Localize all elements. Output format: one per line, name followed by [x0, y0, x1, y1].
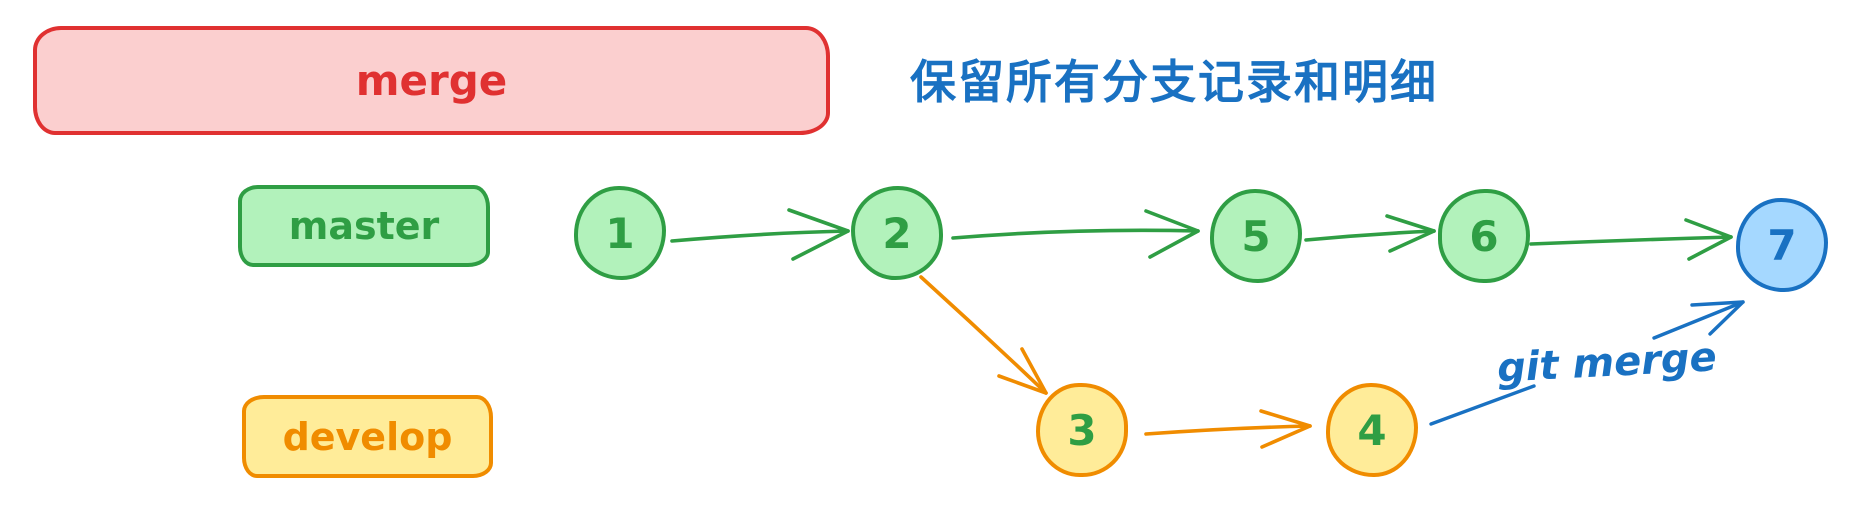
commit-node-7-label: 7: [1767, 220, 1797, 270]
merge-title-box: merge: [33, 26, 830, 135]
commit-node-3: 3: [1036, 383, 1128, 477]
commit-node-2-label: 2: [882, 208, 912, 258]
git-merge-edge-label: git merge: [1495, 334, 1718, 392]
commit-node-2: 2: [851, 186, 943, 280]
arrow-edge-5-6: [1304, 214, 1436, 253]
master-label: master: [288, 204, 440, 248]
commit-node-4-label: 4: [1357, 405, 1387, 455]
commit-node-1-label: 1: [605, 208, 635, 258]
merge-title-label: merge: [355, 56, 508, 105]
branch-label-develop: develop: [242, 395, 493, 478]
commit-node-4: 4: [1326, 383, 1418, 477]
arrow-edge-6-7: [1529, 218, 1733, 261]
commit-node-1: 1: [574, 186, 666, 280]
arrow-edge-2-3: [919, 275, 1048, 395]
commit-node-5-label: 5: [1241, 211, 1271, 261]
commit-node-7: 7: [1736, 198, 1828, 292]
commit-node-3-label: 3: [1067, 405, 1097, 455]
branch-label-master: master: [238, 185, 490, 267]
annotation-text: 保留所有分支记录和明细: [910, 55, 1438, 109]
arrow-edge-1-2: [670, 208, 850, 261]
commit-node-5: 5: [1210, 189, 1302, 283]
arrow-edge-2-5: [951, 209, 1200, 259]
arrow-edge-3-4: [1144, 409, 1312, 449]
develop-label: develop: [282, 414, 453, 459]
commit-node-6: 6: [1438, 189, 1530, 283]
commit-node-6-label: 6: [1469, 211, 1499, 261]
